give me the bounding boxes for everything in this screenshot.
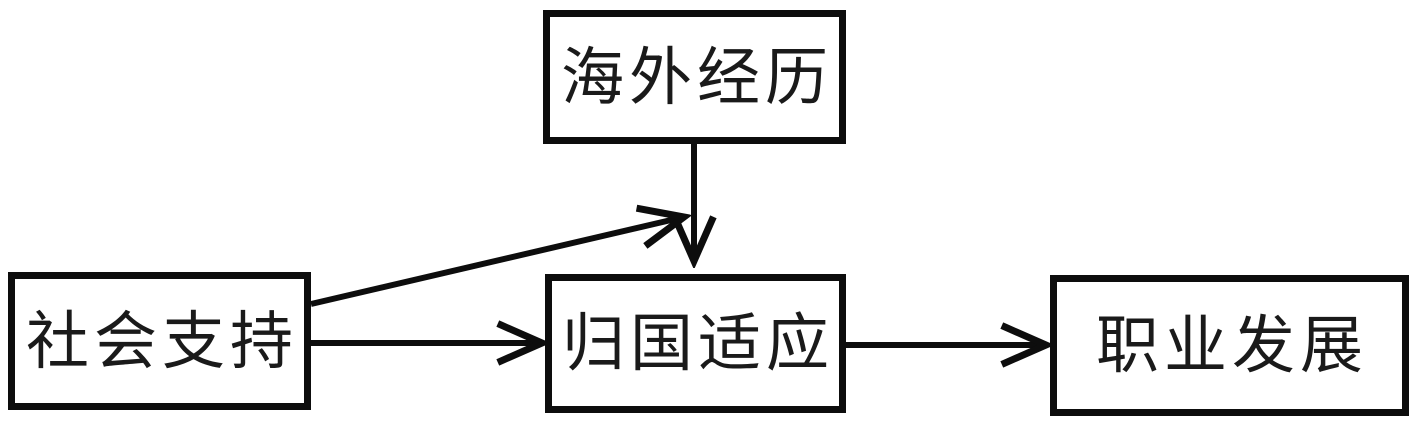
- node-repatriation-adaptation: 归国适应: [545, 274, 846, 413]
- node-career-development-label: 职业发展: [1096, 309, 1368, 382]
- node-repatriation-adaptation-label: 归国适应: [562, 307, 834, 380]
- node-overseas-experience-label: 海外经历: [561, 40, 833, 114]
- node-social-support: 社会支持: [8, 272, 311, 410]
- node-career-development: 职业发展: [1050, 275, 1409, 416]
- node-overseas-experience: 海外经历: [543, 10, 846, 144]
- edge-social-moderation-arrow: [310, 217, 684, 307]
- node-social-support-label: 社会支持: [26, 304, 298, 378]
